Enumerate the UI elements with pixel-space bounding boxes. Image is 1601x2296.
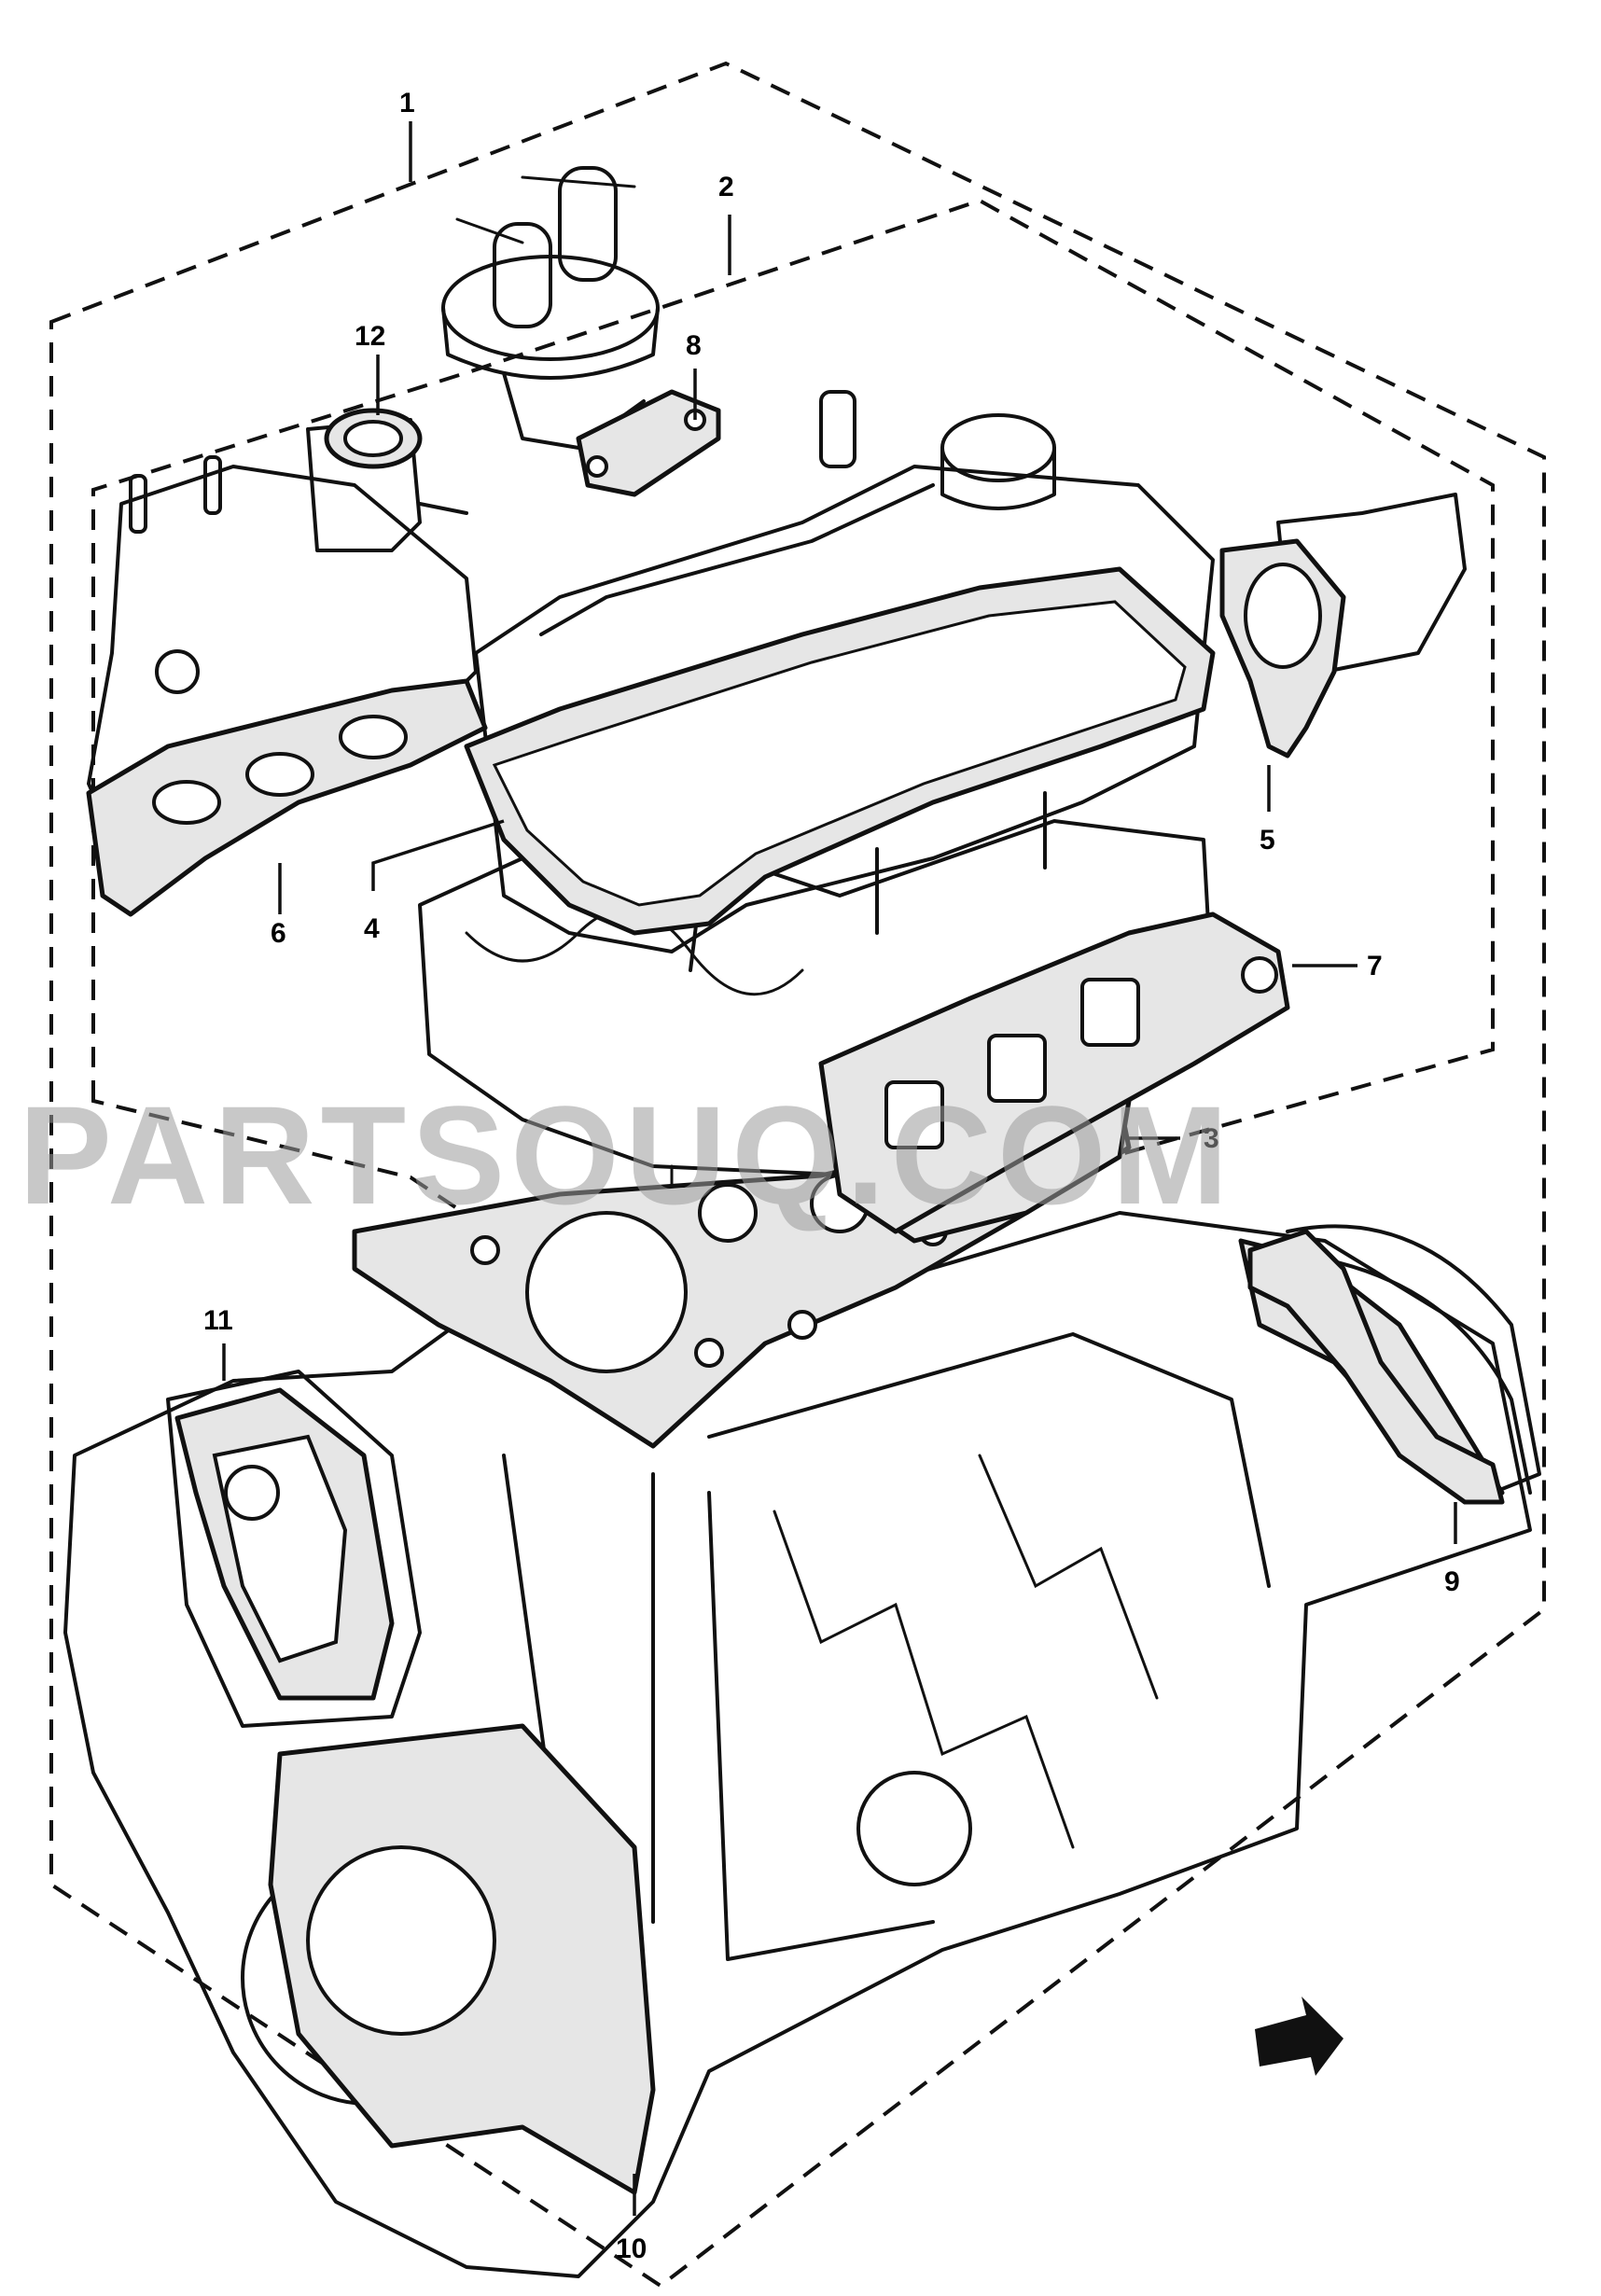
callout-9: 9 <box>1444 1566 1460 1597</box>
callout-6: 6 <box>271 918 286 949</box>
thermostat-gasket <box>1219 493 1467 758</box>
callout-7: 7 <box>1367 951 1383 981</box>
exhaust-manifold-gasket <box>818 911 1290 1234</box>
valve-cover <box>474 390 1215 972</box>
callout-2: 2 <box>718 172 734 202</box>
watermark: PARTSOUQ.COM <box>19 1077 1234 1233</box>
engine-block <box>63 1211 1532 2278</box>
callout-11: 11 <box>203 1305 233 1336</box>
callout-8: 8 <box>686 330 702 361</box>
intake-manifold-gasket-left <box>86 678 488 917</box>
callout-5: 5 <box>1260 825 1275 856</box>
rear-oil-seal-gasket <box>1247 1224 1541 1505</box>
callout-12: 12 <box>355 321 385 352</box>
callout-4: 4 <box>364 913 380 944</box>
callout-10: 10 <box>616 2233 647 2264</box>
valve-cover-gasket-inner <box>492 600 1187 907</box>
callout-3: 3 <box>1204 1123 1219 1154</box>
fuel-pump <box>441 166 721 497</box>
front-direction-arrow <box>1255 1997 1343 2076</box>
kit-1-outline <box>49 61 1546 2289</box>
callout-1: 1 <box>399 88 415 118</box>
leader-lines <box>222 121 1457 2216</box>
